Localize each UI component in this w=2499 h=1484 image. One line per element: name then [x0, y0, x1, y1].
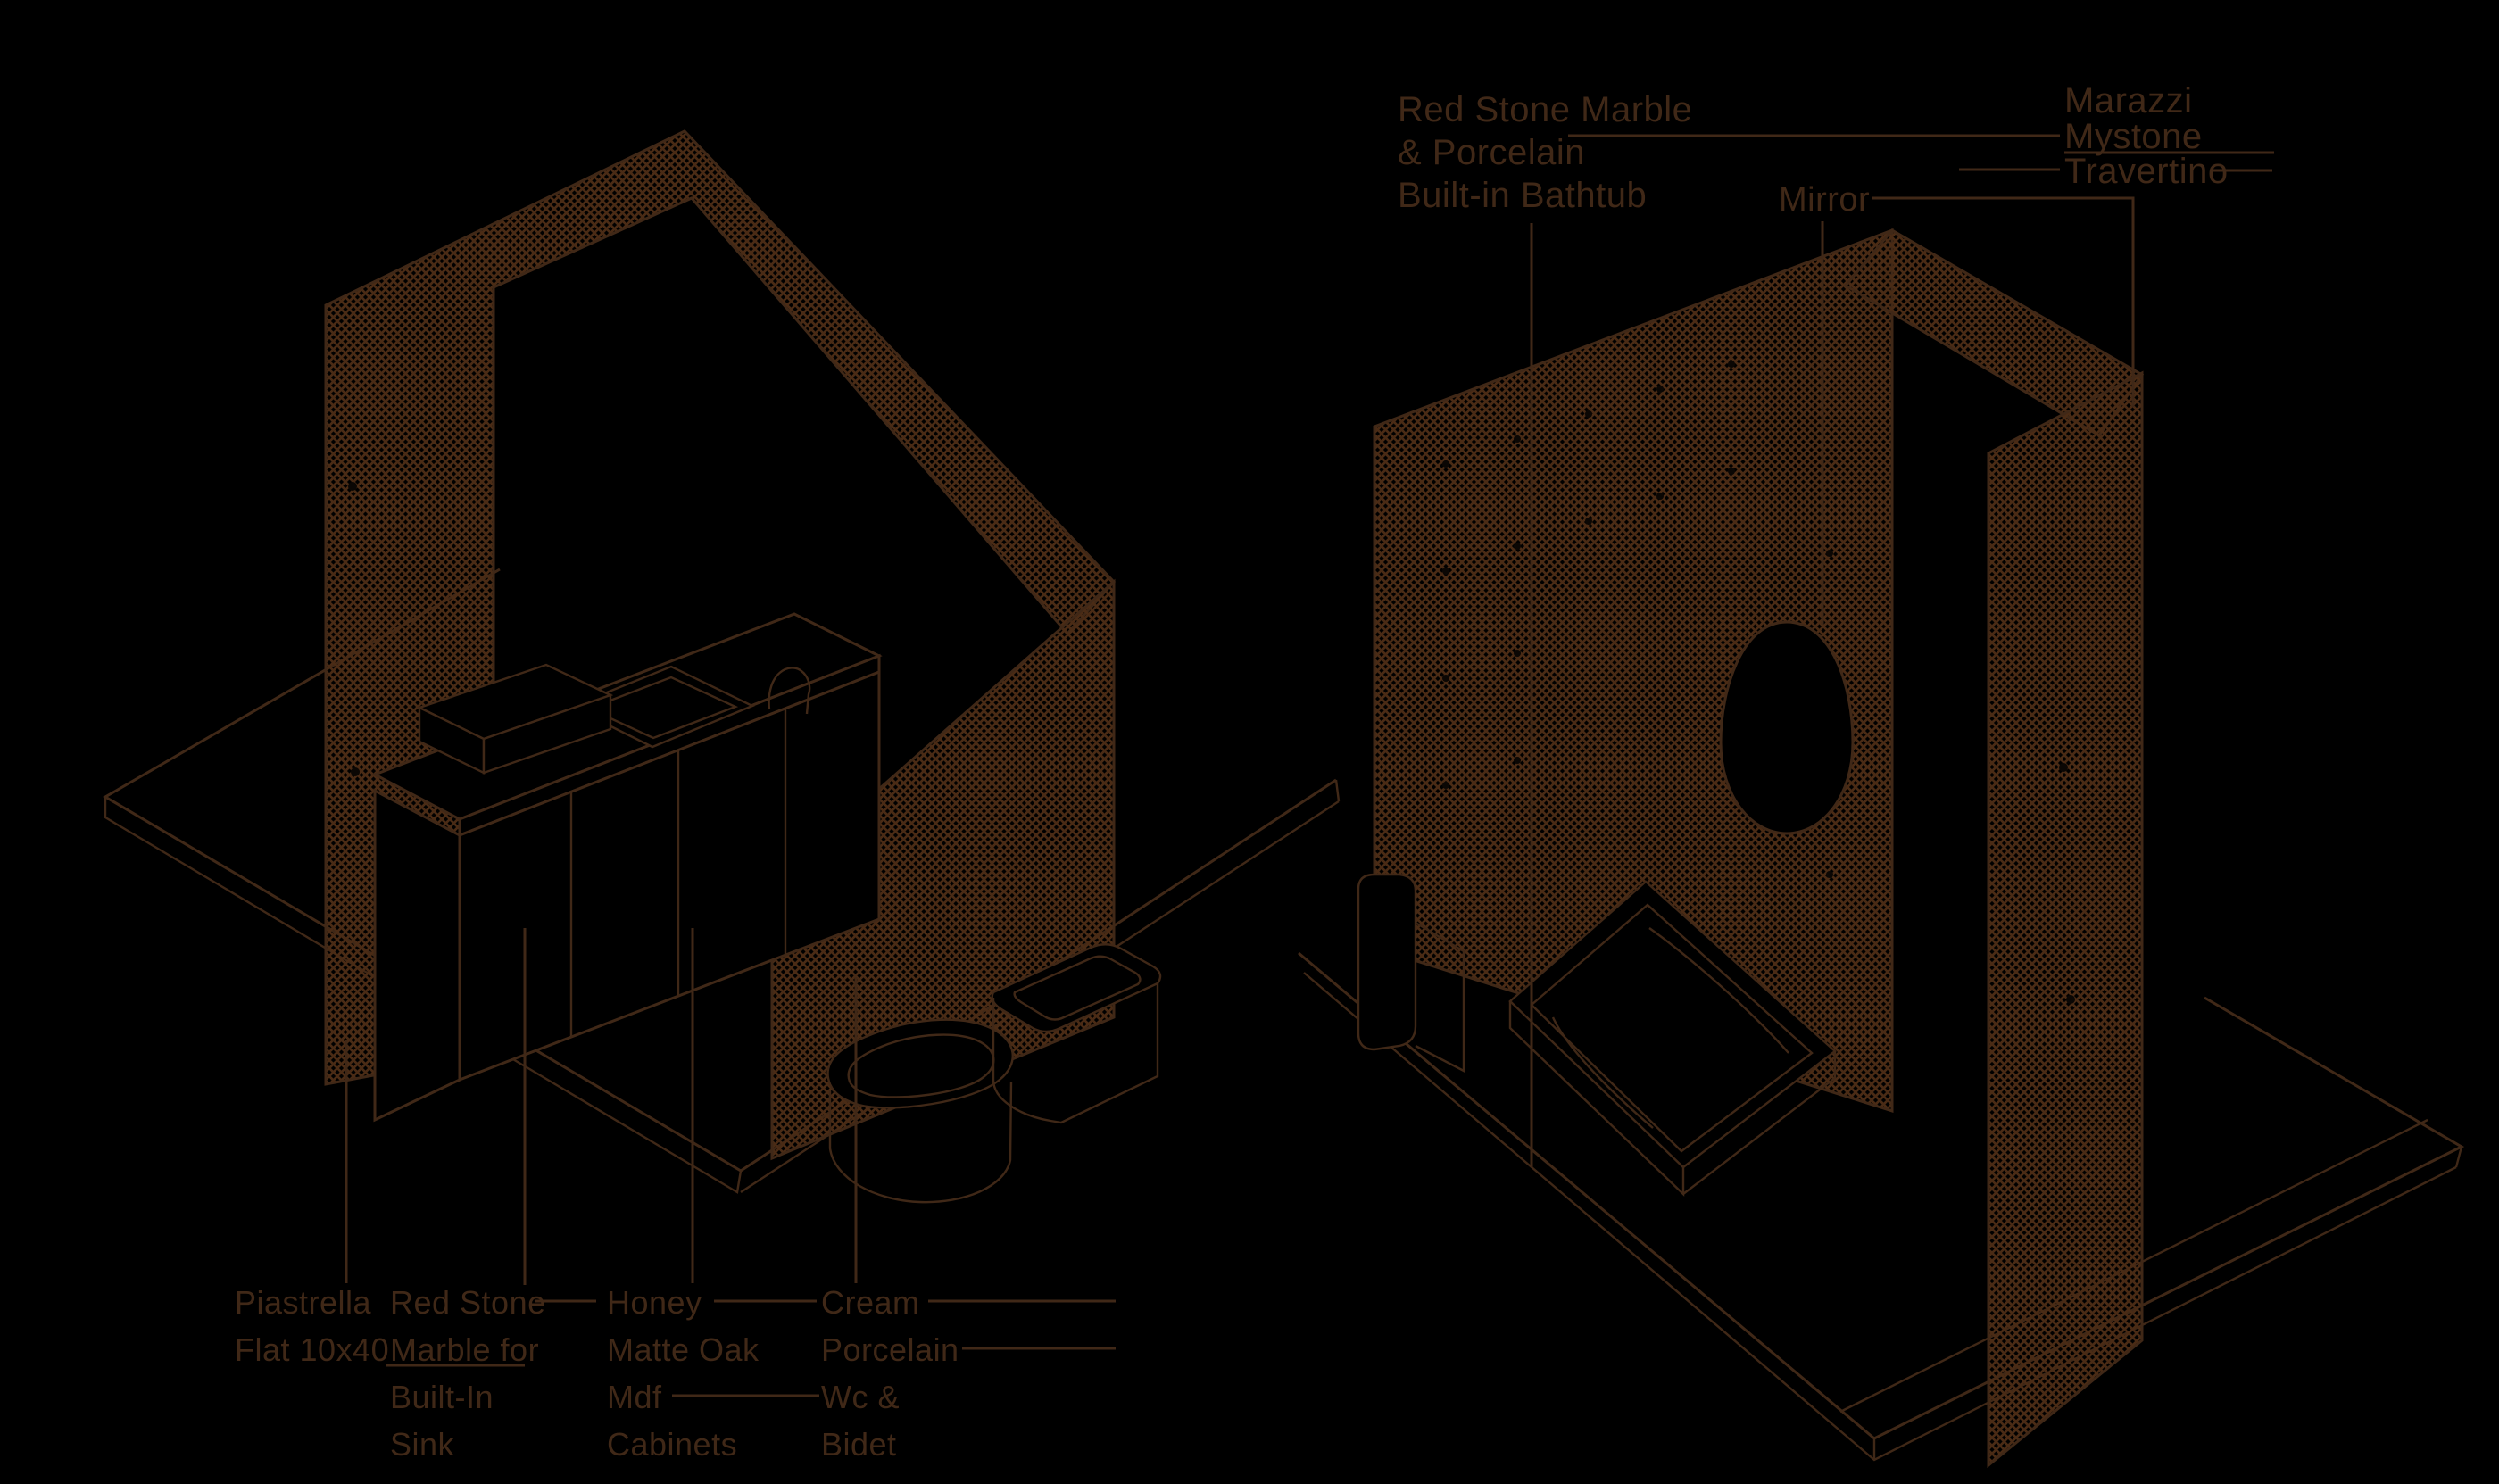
label-sink-line4: Sink: [390, 1426, 455, 1463]
label-cabinets-line2: Matte Oak: [607, 1331, 760, 1368]
sink-basin: [569, 665, 755, 749]
label-sink-line1: Red Stone: [390, 1284, 546, 1321]
label-cabinets-line1: Honey: [607, 1284, 702, 1321]
cabinet-side: [373, 788, 461, 1123]
vanity-cabinet: [371, 612, 883, 1123]
counter-box-front2: [482, 693, 612, 775]
leader-lines: [345, 134, 2274, 1397]
bathtub: [1508, 880, 1837, 1197]
label-cabinets-line3: Mdf: [607, 1379, 662, 1415]
left-unit: [103, 129, 1341, 1204]
label-cabinets-line4: Cabinets: [607, 1426, 737, 1463]
leader-wall-tiles: [1872, 196, 2135, 407]
label-floor-finish-line2: Flat 10x40: [235, 1331, 389, 1368]
label-wall-finish-line3: Travertino: [2064, 152, 2229, 191]
wall-dot: [2066, 995, 2075, 1004]
faucet: [768, 667, 811, 715]
label-floor-finish-line1: Piastrella: [235, 1284, 372, 1321]
label-bathtub-line2: & Porcelain: [1398, 133, 1585, 172]
label-bathtub-line1: Red Stone Marble: [1398, 90, 1692, 129]
bathtub-rim: [1530, 903, 1814, 1153]
wall-dot: [348, 482, 357, 491]
label-bathtub-line3: Built-in Bathtub: [1398, 176, 1647, 215]
cabinet-door-seams: [569, 709, 787, 1037]
label-wc-bidet-line2: Porcelain: [821, 1331, 959, 1368]
wall-dot: [2059, 763, 2068, 772]
bathtub-base: [1508, 1001, 1837, 1197]
wc-body: [828, 1081, 1013, 1204]
bidet-body: [992, 982, 1159, 1124]
label-wc-bidet-line4: Bidet: [821, 1426, 897, 1463]
label-mirror: Mirror: [1779, 181, 1870, 219]
right-unit-back-wall: [1373, 228, 1894, 1114]
label-wall-finish-line2: Mystone: [2064, 117, 2203, 156]
label-wc-bidet-line1: Cream: [821, 1284, 920, 1321]
bidet-rim-inner: [1013, 955, 1142, 1021]
labels: Red Stone Marble & Porcelain Built-in Ba…: [235, 81, 2229, 1463]
bathtub-inner: [1551, 927, 1789, 1129]
label-wall-finish-line1: Marazzi: [2064, 81, 2193, 120]
label-sink-line2: Marble for: [390, 1331, 539, 1368]
wall-tile-dots: [1442, 361, 1833, 878]
step-top: [1357, 873, 1417, 1051]
mirror-opening: [1719, 620, 1855, 835]
bidet: [991, 943, 1162, 1124]
step-side: [1415, 921, 1465, 1073]
wall-dot: [351, 767, 360, 776]
right-unit-right-wall: [1987, 370, 2144, 1469]
sink-basin-inner: [585, 676, 739, 740]
label-wc-bidet-line3: Wc &: [821, 1379, 900, 1415]
wc: [826, 1018, 1014, 1204]
label-sink-line3: Built-In: [390, 1379, 494, 1415]
step-block: [1357, 873, 1465, 1073]
right-unit: [1298, 228, 2465, 1469]
